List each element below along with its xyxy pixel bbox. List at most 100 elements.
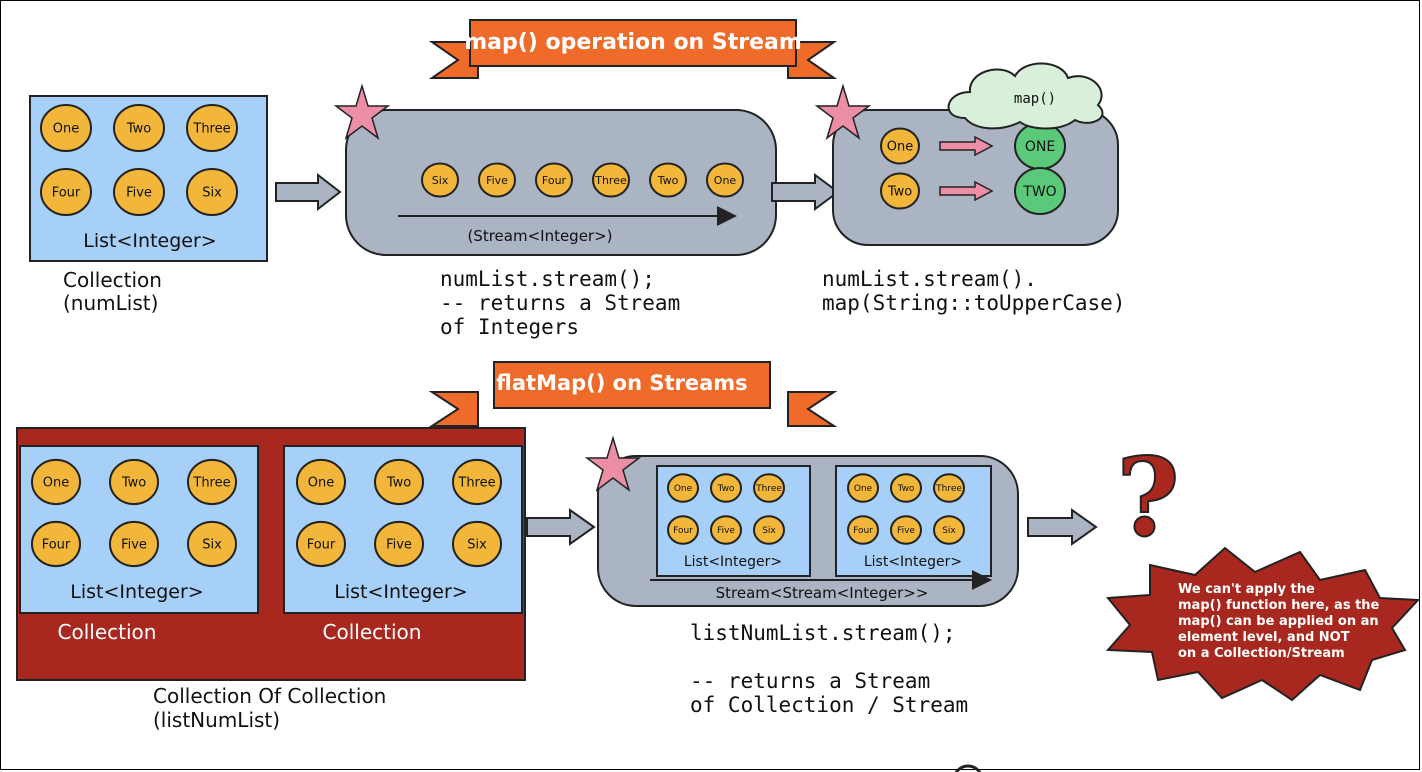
ball-label: Four: [542, 174, 567, 187]
ball-label: Five: [717, 526, 735, 536]
star-icon: [814, 83, 872, 140]
item-ball: Four: [847, 515, 879, 545]
code3-line2: -- returns a Stream: [690, 669, 930, 693]
bottom-stream-label: Stream<Stream<Integer>>: [716, 584, 929, 602]
map-arrow: [939, 135, 994, 157]
ball-label: Two: [386, 476, 411, 491]
ball-label: One: [887, 140, 913, 155]
arrow-collection-to-stream: [526, 508, 596, 546]
item-ball: Six: [933, 515, 965, 545]
ball-label: Five: [126, 186, 152, 201]
note-line-5: on a Collection/Stream: [1178, 646, 1345, 661]
small-list-label-1: List<Integer>: [684, 554, 782, 570]
cloud-label: map(): [1014, 91, 1056, 107]
ball-label: Five: [121, 538, 147, 553]
ball-label: Five: [897, 526, 915, 536]
warning-note: We can't apply the map() function here, …: [1105, 546, 1421, 702]
ball-label: Four: [42, 538, 71, 553]
ball-label: Four: [52, 186, 81, 201]
note-line-4: element level, and NOT: [1178, 630, 1350, 645]
code2-line1: numList.stream().: [822, 267, 1037, 291]
top-collection-caption-2: (numList): [63, 291, 158, 315]
ball-label: One: [714, 174, 737, 187]
item-ball: Four: [296, 520, 346, 568]
flatmap-banner: flatMap() on Streams: [428, 361, 838, 427]
ball-label: Six: [942, 526, 956, 536]
ball-label: Four: [853, 526, 873, 536]
ball-label: Six: [202, 186, 222, 201]
ball-label: Two: [887, 185, 912, 200]
ball-label: Two: [121, 476, 146, 491]
map-input-ball: One: [880, 127, 920, 165]
item-ball: Two: [890, 473, 922, 503]
ball-label: Three: [935, 484, 962, 494]
bottom-caption-1: Collection Of Collection: [153, 684, 386, 708]
ball-label: Two: [897, 484, 915, 494]
code3-line1: listNumList.stream();: [690, 621, 956, 645]
stream-ball: Two: [649, 162, 687, 198]
code2-line2: map(String::toUpperCase): [822, 291, 1125, 315]
ball-label: One: [854, 484, 873, 494]
map-output-ball: ONE: [1014, 122, 1066, 170]
star-icon: [333, 83, 391, 140]
map-banner-title: map() operation on Stream: [464, 30, 802, 55]
ball-label: Six: [202, 538, 222, 553]
ball-label: Four: [307, 538, 336, 553]
ball-label: Six: [762, 526, 776, 536]
ball-label: Two: [657, 174, 679, 187]
ball-label: One: [53, 122, 79, 137]
map-banner: map() operation on Stream: [428, 19, 838, 79]
ball-label: Three: [192, 476, 230, 491]
ball-label: ONE: [1025, 139, 1055, 155]
map-input-ball: Two: [880, 172, 920, 210]
ball-label: Five: [486, 174, 508, 187]
code1-line1: numList.stream();: [440, 267, 655, 291]
item-ball: Six: [186, 168, 238, 216]
item-ball: One: [31, 458, 81, 506]
collection-label-2: Collection: [323, 620, 422, 644]
cloud-icon: map(): [947, 62, 1104, 130]
item-ball: Five: [890, 515, 922, 545]
item-ball: Four: [40, 168, 92, 216]
item-ball: Five: [374, 520, 424, 568]
item-ball: Three: [452, 458, 502, 506]
item-ball: One: [667, 473, 699, 503]
item-ball: Three: [187, 458, 237, 506]
item-ball: Three: [753, 473, 785, 503]
ball-label: TWO: [1022, 184, 1056, 200]
item-ball: One: [296, 458, 346, 506]
item-ball: Two: [374, 458, 424, 506]
map-arrow: [939, 180, 994, 202]
item-ball: Four: [31, 520, 81, 568]
bottom-caption-2: (listNumList): [153, 708, 280, 732]
ball-label: One: [43, 476, 69, 491]
stream-ball: One: [706, 162, 744, 198]
item-ball: Four: [667, 515, 699, 545]
top-collection-caption-1: Collection: [63, 268, 162, 292]
collection-label-1: Collection: [58, 620, 157, 644]
item-ball: One: [40, 104, 92, 152]
item-ball: Six: [187, 520, 237, 568]
item-ball: Two: [109, 458, 159, 506]
ball-label: Five: [386, 538, 412, 553]
ball-label: Six: [432, 174, 449, 187]
ball-label: Two: [126, 122, 151, 137]
inner-list-label-2: List<Integer>: [334, 581, 467, 603]
item-ball: Two: [113, 104, 165, 152]
ball-label: Two: [717, 484, 735, 494]
partial-circle-icon: [954, 764, 982, 772]
stream-ball: Five: [478, 162, 516, 198]
arrow-list-to-stream: [275, 172, 342, 212]
ball-label: Three: [755, 484, 782, 494]
code1-line2: -- returns a Stream: [440, 291, 680, 315]
map-stream: One ONE Two TWO: [832, 109, 1119, 246]
code1-line3: of Integers: [440, 315, 579, 339]
item-ball: Five: [710, 515, 742, 545]
map-output-ball: TWO: [1014, 167, 1066, 215]
item-ball: Two: [710, 473, 742, 503]
arrow-stream-to-question: [1027, 508, 1098, 546]
item-ball: Six: [452, 520, 502, 568]
